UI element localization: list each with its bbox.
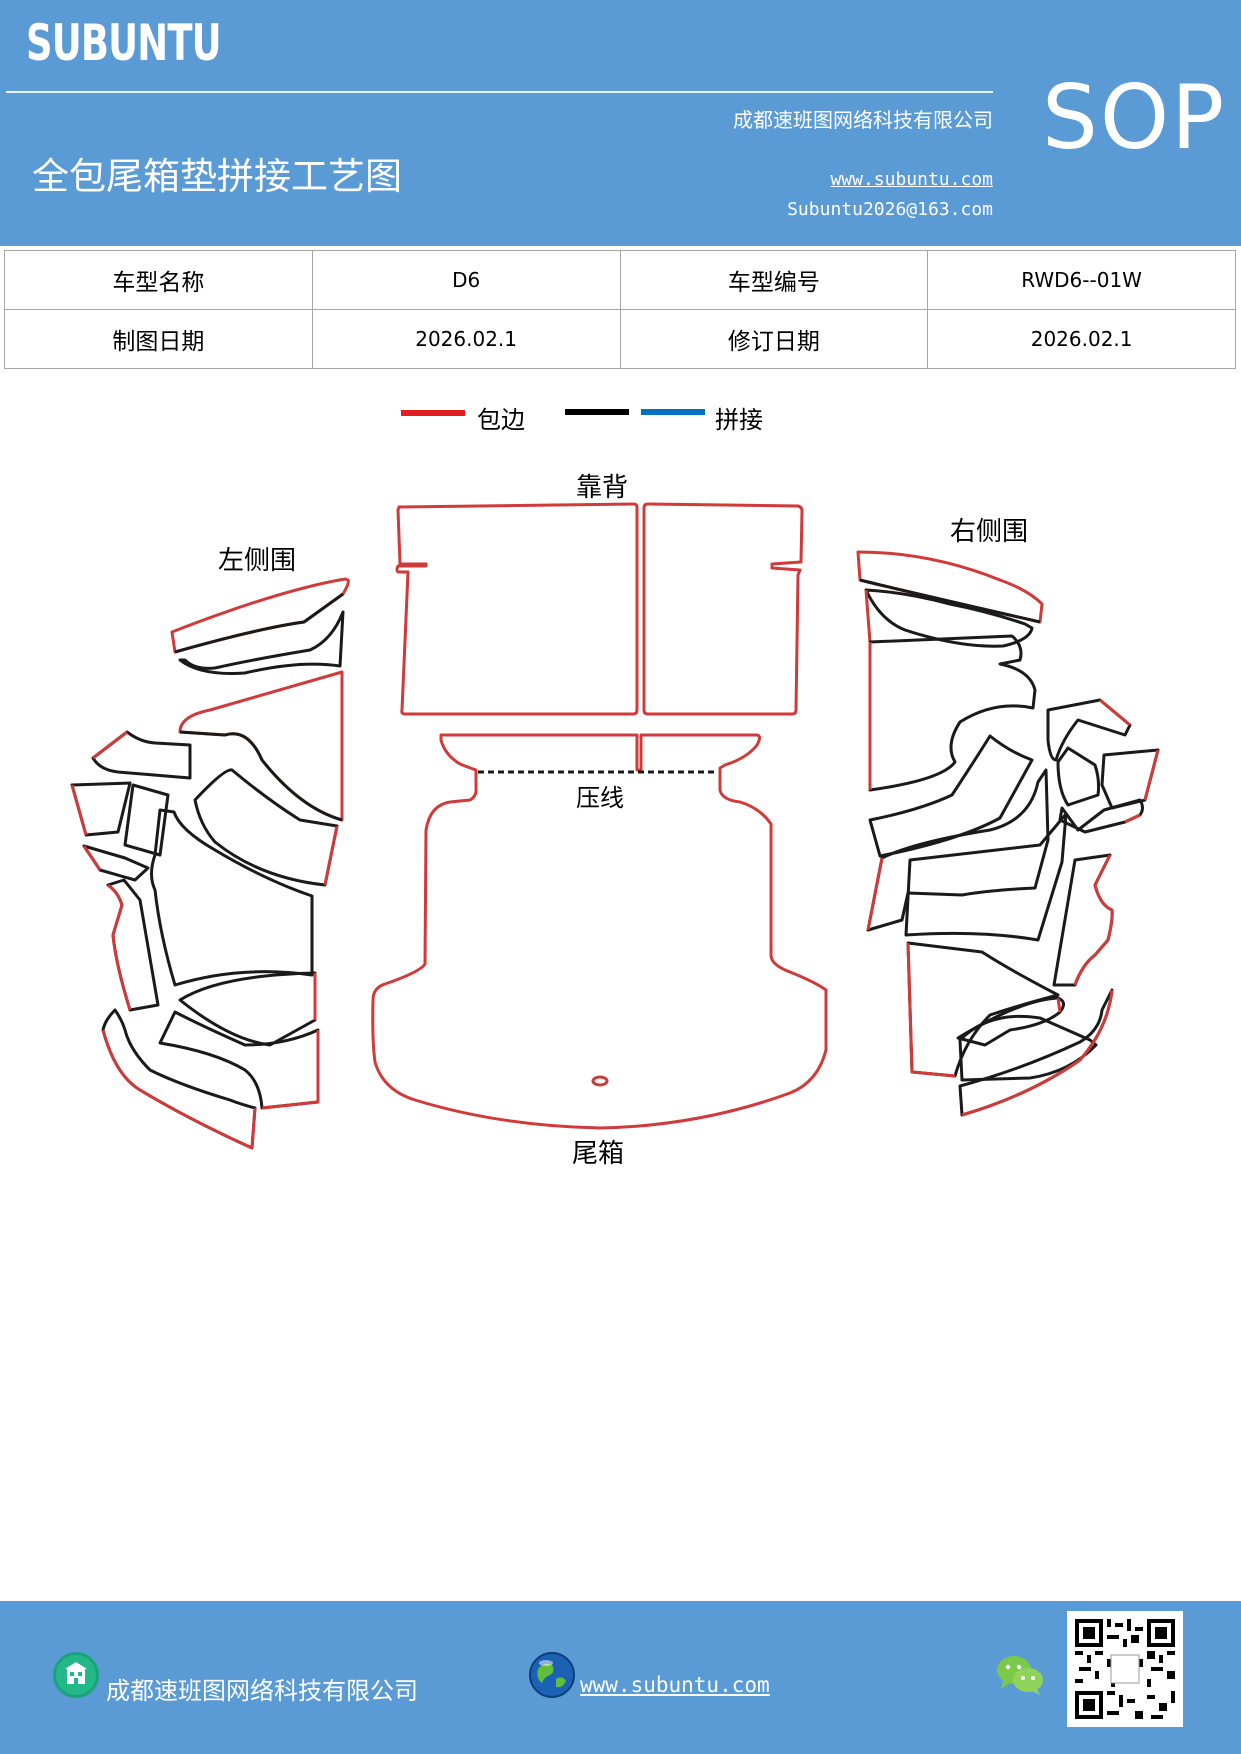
draw-date-value: 2026.02.1 xyxy=(311,309,621,369)
header-divider xyxy=(6,91,993,93)
model-name-value: D6 xyxy=(311,250,621,310)
trunk-mat-outer xyxy=(371,733,828,1130)
header: SUBUNTU SOP 成都速班图网络科技有限公司 全包尾箱垫拼接工艺图 www… xyxy=(0,0,1241,246)
legend-label-seam: 拼接 xyxy=(715,406,763,434)
trunk-center-seam xyxy=(635,735,643,770)
label-left-side: 左侧围 xyxy=(218,546,296,576)
trunk-hole xyxy=(591,1075,609,1087)
right-side-panels xyxy=(856,550,1160,1117)
brand-logo: SUBUNTU xyxy=(26,14,222,72)
cutting-diagram: 包边 拼接 靠背 左侧围 右侧围 压线 尾箱 xyxy=(70,406,1160,1169)
footer-website-link[interactable]: www.subuntu.com xyxy=(580,1673,770,1697)
model-name-label: 车型名称 xyxy=(4,250,313,310)
header-company: 成都速班图网络科技有限公司 xyxy=(733,108,993,132)
qr-code xyxy=(1067,1611,1183,1727)
header-email: Subuntu2026@163.com xyxy=(787,199,993,220)
sop-badge: SOP xyxy=(1042,66,1227,169)
legend: 包边 拼接 xyxy=(401,406,763,434)
model-code-value: RWD6--01W xyxy=(927,250,1236,310)
table-row: 车型名称 D6 车型编号 RWD6--01W xyxy=(4,250,1236,310)
wechat-icon[interactable] xyxy=(995,1653,1045,1697)
draw-date-label: 制图日期 xyxy=(4,309,313,369)
backrest-left-panel xyxy=(395,502,639,716)
label-right-side: 右侧围 xyxy=(950,517,1028,547)
label-crease: 压线 xyxy=(576,784,624,812)
footer-company: 成都速班图网络科技有限公司 xyxy=(106,1677,418,1705)
revise-date-label: 修订日期 xyxy=(619,309,929,369)
revise-date-value: 2026.02.1 xyxy=(927,309,1236,369)
info-table: 车型名称 D6 车型编号 RWD6--01W 制图日期 2026.02.1 修订… xyxy=(4,250,1236,369)
footer: 成都速班图网络科技有限公司 www.subuntu.com xyxy=(0,1601,1241,1754)
label-backrest: 靠背 xyxy=(576,473,628,503)
left-side-panels xyxy=(70,577,350,1150)
globe-icon xyxy=(529,1652,575,1698)
legend-label-edge: 包边 xyxy=(477,406,525,434)
model-code-label: 车型编号 xyxy=(619,250,929,310)
header-website-link[interactable]: www.subuntu.com xyxy=(830,169,993,190)
backrest-right-panel xyxy=(642,502,804,716)
building-icon xyxy=(53,1652,99,1698)
table-row: 制图日期 2026.02.1 修订日期 2026.02.1 xyxy=(4,309,1236,369)
label-trunk: 尾箱 xyxy=(572,1139,624,1169)
page-title: 全包尾箱垫拼接工艺图 xyxy=(32,155,402,198)
